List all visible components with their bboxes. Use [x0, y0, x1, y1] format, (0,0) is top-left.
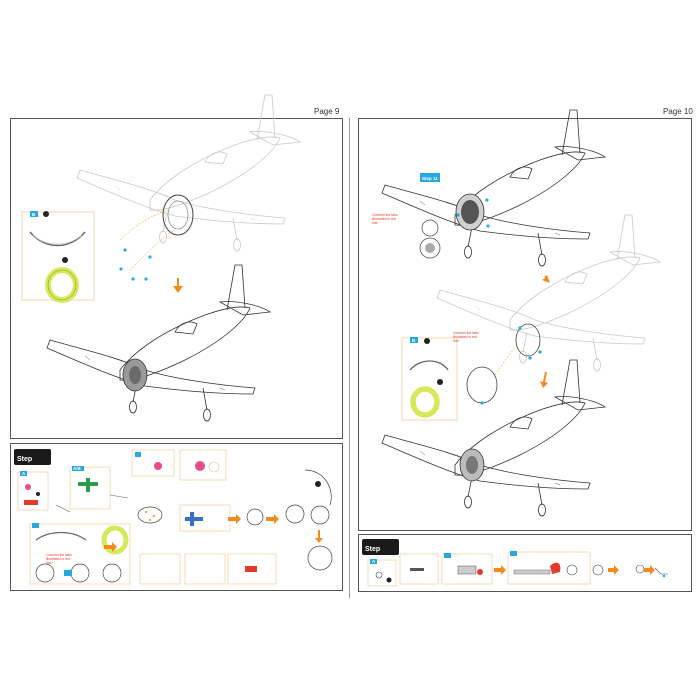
connect-tabs-note-c: Connect the tabs illustrated in red firs… [46, 553, 72, 565]
engine-ring-p9-top [162, 194, 194, 236]
step12-parts: A A/B [17, 449, 333, 585]
step11-tag-text: Step 11 [422, 176, 438, 181]
part-callout-p9 [21, 211, 95, 301]
connect-tabs-note-a: Connect the tabs illustrated in red firs… [372, 213, 398, 225]
page9-main-panel [10, 118, 343, 439]
step11-tag [420, 173, 440, 182]
part-label-b-p9: B [32, 212, 36, 217]
part-label-a-s12: A [22, 471, 26, 476]
step12-word: Step [17, 456, 33, 463]
page-label-9: Page 9 [314, 107, 340, 116]
page10-step13-panel [358, 534, 692, 592]
part-label-ab-s12: A/B [73, 466, 82, 471]
yellow-ring-p10 [410, 386, 440, 418]
page-divider [349, 118, 350, 598]
step13-word: Step [365, 546, 381, 553]
part-label-a-s13: A [372, 559, 376, 564]
connect-tabs-note-b: Connect the tabs illustrated in red firs… [453, 331, 479, 343]
page9-step12-panel [10, 443, 343, 591]
part-callout-p10 [401, 337, 458, 421]
step13-parts: A [367, 551, 668, 587]
part-label-b-p10: B [412, 338, 416, 343]
page-label-10: Page 10 [663, 107, 693, 116]
